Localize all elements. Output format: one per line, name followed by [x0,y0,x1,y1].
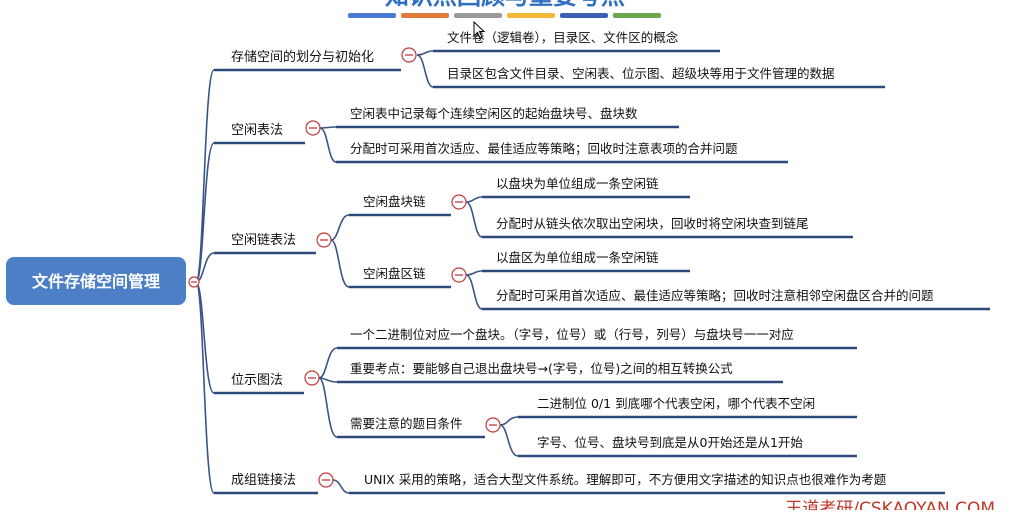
branch-label: 位示图法 [231,373,283,388]
branch-free-linked-list[interactable]: 空闲链表法 [214,233,316,255]
mouse-cursor-icon [473,20,486,39]
leaf-item: UNIX 采用的策略，适合大型文件系统。理解即可，不方便用文字描述的知识点也很难… [349,472,945,495]
collapse-minus-icon[interactable] [318,472,334,488]
collapse-minus-icon[interactable] [305,120,321,136]
branch-label: 空闲链表法 [231,233,296,248]
watermark: 王道考研/CSKAOYAN.COM [785,499,995,510]
leaf-item: 文件卷（逻辑卷），目录区、文件区的概念 [433,30,720,53]
leaf-item: 二进制位 0/1 到底哪个代表空闲，哪个代表不空闲 [518,396,857,419]
leaf-item: 空闲表中记录每个连续空闲区的起始盘块号、盘块数 [336,106,679,129]
title-color-bar [348,13,661,18]
leaf-text: 字号、位号、盘块号到底是从0开始还是从1开始 [537,435,803,450]
branch-label: 成组链接法 [231,472,296,488]
branch-grouped-linking[interactable]: 成组链接法 [214,472,318,495]
leaf-text: 以盘区为单位组成一条空闲链 [496,250,659,265]
title-bar-segment [613,13,661,18]
root-label: 文件存储空间管理 [32,272,160,291]
leaf-item: 以盘块为单位组成一条空闲链 [482,176,690,199]
collapse-minus-icon[interactable] [485,417,501,433]
leaf-text: 空闲表中记录每个连续空闲区的起始盘块号、盘块数 [350,106,638,121]
branch-label: 空闲表法 [231,123,283,138]
branch-label: 存储空间的划分与初始化 [231,49,374,65]
leaf-item: 一个二进制位对应一个盘块。（字号，位号）或（行号，列号）与盘块号一一对应 [337,327,857,350]
leaf-text: 一个二进制位对应一个盘块。（字号，位号）或（行号，列号）与盘块号一一对应 [350,327,794,342]
sub-branch-label: 空闲盘区链 [363,266,426,281]
sub-branch-free-extent-chain[interactable]: 空闲盘区链 [349,266,451,289]
leaf-item: 目录区包含文件目录、空闲表、位示图、超级块等用于文件管理的数据 [433,66,885,89]
connectors [195,50,519,494]
title-bar-segment [560,13,608,18]
leaf-text: 目录区包含文件目录、空闲表、位示图、超级块等用于文件管理的数据 [447,66,835,81]
collapse-minus-icon[interactable] [304,370,320,386]
sub-branch-label: 空闲盘块链 [363,194,426,209]
leaf-text: 重要考点：要能够自己退出盘块号→(字号，位号)之间的相互转换公式 [350,361,733,376]
collapse-minus-icon[interactable] [401,47,417,63]
collapse-minus-icon[interactable] [316,232,332,248]
leaf-text: 文件卷（逻辑卷），目录区、文件区的概念 [447,30,679,45]
leaf-text: 分配时可采用首次适应、最佳适应等策略；回收时注意相邻空闲盘区合并的问题 [496,288,934,303]
collapse-minus-icon[interactable] [451,267,467,283]
title-bar-segment [401,13,449,18]
page-title: 知识点回顾与重要考点 [385,0,625,10]
leaf-item: 以盘区为单位组成一条空闲链 [482,250,690,273]
leaf-text: 二进制位 0/1 到底哪个代表空闲，哪个代表不空闲 [537,396,815,411]
title-bar-segment [348,13,396,18]
sub-branch-label: 需要注意的题目条件 [350,416,463,431]
title-bar-segment [454,13,502,18]
leaf-item: 分配时可采用首次适应、最佳适应等策略；回收时注意相邻空闲盘区合并的问题 [482,288,990,311]
leaf-item: 重要考点：要能够自己退出盘块号→(字号，位号)之间的相互转换公式 [337,361,783,384]
leaf-item: 分配时从链头依次取出空闲块，回收时将空闲块查到链尾 [482,216,853,239]
title-bar-segment [507,13,555,18]
title-block: 知识点回顾与重要考点 [348,0,661,18]
leaf-text: UNIX 采用的策略，适合大型文件系统。理解即可，不方便用文字描述的知识点也很难… [364,472,887,487]
collapse-minus-icon[interactable] [188,276,200,288]
sub-branch-exam-conditions[interactable]: 需要注意的题目条件 [337,416,485,439]
branch-free-table[interactable]: 空闲表法 [214,123,305,145]
leaf-item: 字号、位号、盘块号到底是从0开始还是从1开始 [518,435,857,458]
collapse-minus-icon[interactable] [451,194,467,210]
leaf-text: 分配时从链头依次取出空闲块，回收时将空闲块查到链尾 [496,216,809,231]
root-node[interactable]: 文件存储空间管理 [6,257,186,305]
leaf-text: 分配时可采用首次适应、最佳适应等策略；回收时注意表项的合并问题 [350,141,738,156]
leaf-text: 以盘块为单位组成一条空闲链 [496,176,659,191]
branch-storage-partition[interactable]: 存储空间的划分与初始化 [214,49,401,72]
branch-bitmap[interactable]: 位示图法 [214,373,304,395]
leaf-item: 分配时可采用首次适应、最佳适应等策略；回收时注意表项的合并问题 [336,141,788,164]
sub-branch-free-block-chain[interactable]: 空闲盘块链 [349,194,451,217]
